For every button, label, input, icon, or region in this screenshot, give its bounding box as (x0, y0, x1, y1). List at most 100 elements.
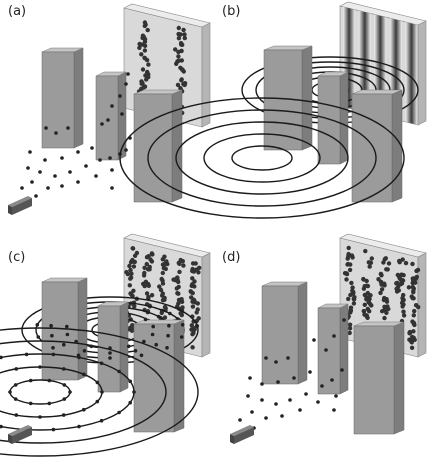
particles-a-particle (110, 104, 114, 108)
particles-d-particle (316, 400, 320, 404)
particles-a-particle (90, 146, 94, 150)
particles-a-particle (30, 180, 34, 184)
barrier-c-left (41, 277, 88, 381)
particles-c-particle (62, 342, 66, 347)
particles-a-particle (34, 194, 38, 198)
band-c-5-particle (190, 304, 196, 309)
band-d-1-particle (348, 310, 353, 315)
band-a-right-particle (178, 86, 183, 91)
panel-a (8, 3, 211, 215)
band-d-5-particle (410, 336, 415, 342)
band-a-right-particle (175, 82, 181, 88)
particles-c-particle (117, 369, 121, 374)
particles-d-particle (324, 348, 328, 352)
band-c-3-particle (162, 295, 167, 301)
band-c-5-particle (190, 290, 195, 296)
band-d-1-particle (348, 292, 353, 298)
band-c-3-particle (160, 270, 165, 276)
particles-c-particle (65, 332, 70, 337)
waves-b-front-wavefront (203, 133, 321, 183)
particles-a-particle (100, 122, 104, 126)
band-c-1-particle (124, 270, 129, 275)
band-a-left-particle (143, 73, 148, 78)
band-d-5-particle (412, 308, 417, 314)
particles-c-particle (68, 390, 72, 394)
panel-c (0, 233, 211, 457)
barrier-a-left-front (41, 51, 75, 149)
band-d-5-particle (410, 284, 415, 290)
particles-a-particle (126, 72, 130, 76)
band-c-2-particle (150, 252, 155, 257)
band-d-3-particle (381, 297, 387, 303)
particles-d-particle (264, 416, 268, 420)
particles-d-particle (342, 318, 346, 322)
particles-d-particle (274, 360, 278, 364)
particles-c-particle (13, 397, 18, 401)
band-a-right-particle (179, 78, 184, 83)
band-d-1-particle (347, 330, 352, 336)
band-c-4-particle (173, 278, 178, 283)
particles-c-particle (0, 424, 3, 429)
band-a-right-particle (176, 25, 181, 31)
band-d-4-particle (401, 309, 406, 314)
band-a-left-particle (142, 84, 148, 89)
band-a-left-particle (140, 67, 146, 72)
band-d-2-particle (366, 260, 371, 265)
particles-c-particle (14, 413, 19, 417)
screen-d-top (339, 233, 427, 258)
particles-d-particle (312, 338, 316, 342)
particles-d-particle (332, 408, 336, 412)
band-c-5-particle (192, 298, 197, 303)
band-c-5-particle (190, 276, 195, 281)
band-d-1-particle (349, 253, 355, 258)
band-a-right-particle (182, 35, 187, 41)
panel-a-label: (a) (8, 4, 27, 19)
band-d-5-particle (410, 276, 415, 281)
band-d-5-particle (411, 313, 416, 318)
band-c-4-particle (181, 263, 186, 268)
band-c-5 (188, 261, 202, 350)
source-d-top (230, 425, 254, 436)
particles-a-particle (44, 126, 48, 130)
source-c-body (12, 427, 32, 444)
band-c-2-particle (148, 257, 153, 262)
band-c-3-particle (162, 261, 168, 266)
particles-c-particle (51, 346, 55, 350)
particles-c-particle (133, 349, 138, 353)
particles-d-particle (260, 382, 264, 386)
band-c-1-particle (128, 260, 134, 265)
barrier-d-right-front (353, 325, 395, 435)
band-d-5-particle (409, 345, 415, 350)
band-c-3-particle (160, 278, 165, 283)
source-a-body (12, 198, 32, 215)
band-c-1-particle (130, 246, 136, 251)
band-d-2-particle (367, 264, 372, 269)
particles-c-particle (150, 332, 155, 337)
particles-c-particle (51, 352, 56, 357)
barrier-b-middle-front (317, 75, 341, 165)
barrier-a-middle (95, 71, 127, 161)
source-d-end (230, 434, 234, 444)
source-c-top (8, 425, 32, 436)
particles-d-particle (330, 378, 334, 382)
band-d-5-particle (406, 285, 412, 290)
band-d-3-particle (382, 257, 387, 262)
band-a-left-particle (140, 35, 145, 41)
band-a-right-particle (182, 82, 187, 88)
band-c-5-particle (196, 270, 201, 275)
particles-c-particle (95, 380, 100, 385)
band-d-4-particle (403, 260, 409, 266)
band-d-1-particle (351, 301, 357, 306)
barrier-c-left-side (77, 277, 88, 381)
band-d-2-particle (363, 248, 368, 254)
band-d-3-particle (386, 261, 392, 266)
band-c-3-particle (160, 291, 165, 296)
particles-c-particle (61, 367, 66, 371)
particles-a-particle (124, 82, 128, 86)
particles-c-particle (165, 346, 169, 350)
barrier-a-left-side (73, 47, 84, 149)
band-c-1-particle (132, 304, 137, 309)
band-c-1-particle (127, 263, 132, 269)
band-a-right-particle (176, 54, 181, 59)
